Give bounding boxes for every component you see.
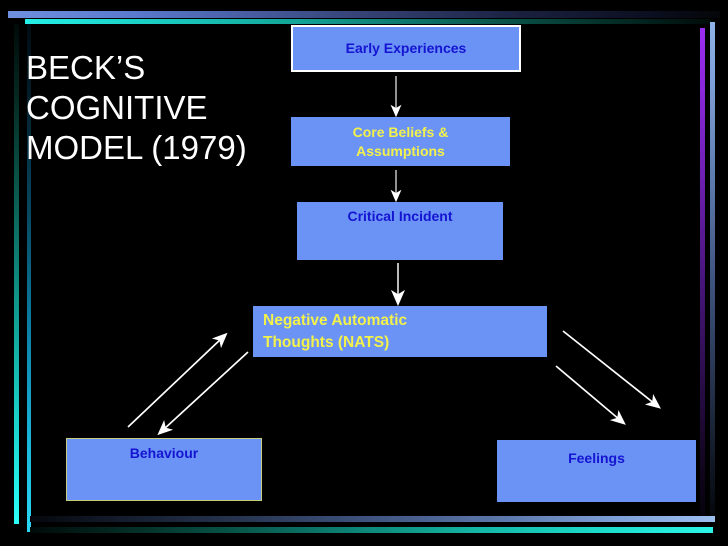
slide-title: BECK’S COGNITIVE MODEL (1979) xyxy=(26,49,247,166)
diagram-box-early-experiences[interactable]: Early Experiences xyxy=(291,25,521,72)
diagram-box-nats-label: Negative Automatic Thoughts (NATS) xyxy=(263,312,408,351)
decor-top-blue-bar xyxy=(8,11,720,18)
diagram-box-core-beliefs-label: Core Beliefs & Assumptions xyxy=(352,124,449,159)
arrow-behaviour-to-nats xyxy=(127,332,228,428)
diagram-box-nats[interactable]: Negative Automatic Thoughts (NATS) xyxy=(253,306,547,357)
diagram-box-feelings[interactable]: Feelings xyxy=(497,440,696,502)
arrow-nats-to-feelings-2 xyxy=(555,365,626,425)
decor-top-cyan-bar xyxy=(25,19,713,24)
diagram-box-feelings-label: Feelings xyxy=(568,450,625,466)
decor-bottom-cyan-bar xyxy=(30,527,713,533)
arrow-nats-to-behaviour xyxy=(157,351,249,436)
decor-left-blue-bar xyxy=(27,24,31,532)
diagram-box-early-experiences-label: Early Experiences xyxy=(345,40,467,56)
diagram-box-core-beliefs[interactable]: Core Beliefs & Assumptions xyxy=(291,117,510,166)
decor-left-cyan-bar xyxy=(14,24,19,524)
arrow-nats-to-feelings xyxy=(562,330,661,409)
decor-right-purple-bar xyxy=(700,28,705,518)
decor-bottom-blue-bar xyxy=(30,516,715,522)
diagram-box-behaviour-label: Behaviour xyxy=(129,445,199,461)
diagram-box-critical-incident[interactable]: Critical Incident xyxy=(297,202,503,260)
decor-right-blue-bar xyxy=(710,22,715,518)
diagram-box-critical-incident-label: Critical Incident xyxy=(347,208,453,224)
diagram-box-behaviour[interactable]: Behaviour xyxy=(66,438,262,501)
